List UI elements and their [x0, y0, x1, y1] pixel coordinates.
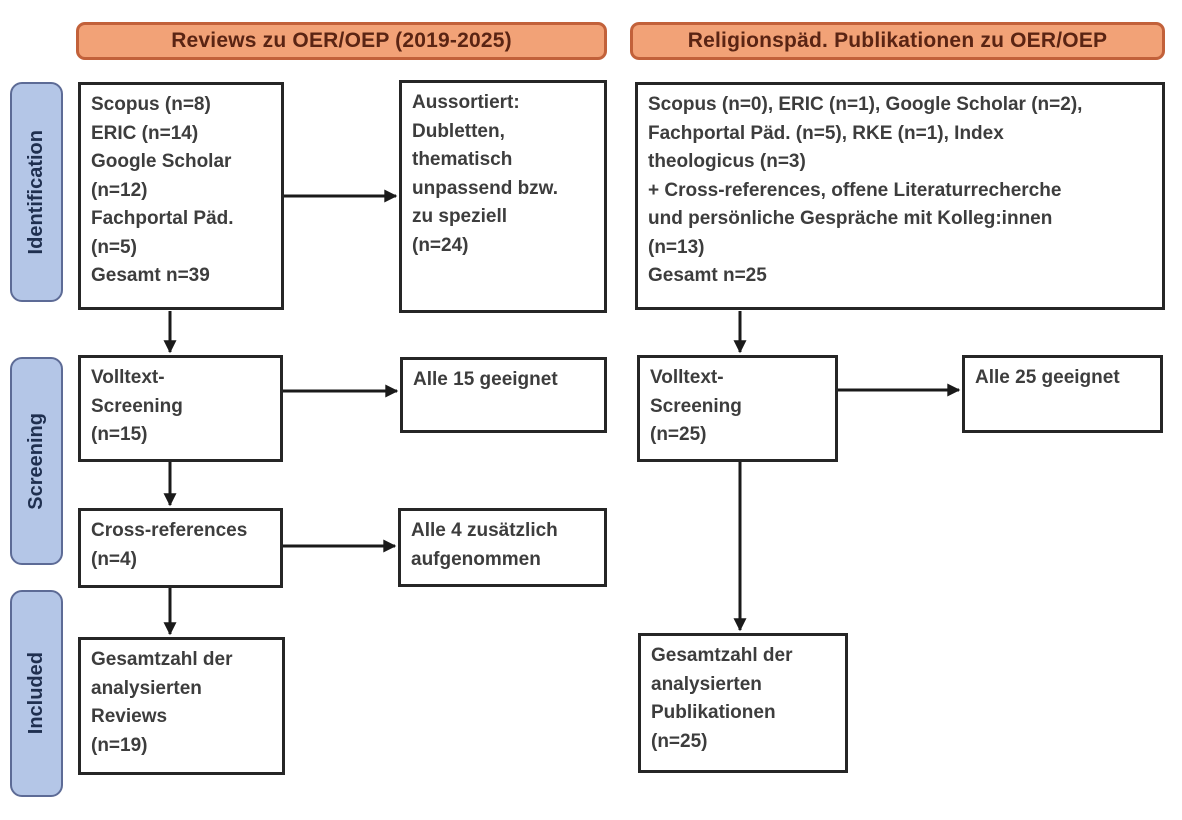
column-header-reviews: Reviews zu OER/OEP (2019-2025): [76, 22, 607, 60]
box-left-fulltext-result: Alle 15 geeignet: [400, 357, 607, 433]
stage-label-included-text: Included: [25, 652, 47, 735]
box-left-sources: Scopus (n=8) ERIC (n=14) Google Scholar …: [78, 82, 284, 310]
box-right-sources: Scopus (n=0), ERIC (n=1), Google Scholar…: [635, 82, 1165, 310]
box-left-crossref-result: Alle 4 zusätzlich aufgenommen: [398, 508, 607, 587]
box-left-excluded: Aussortiert: Dubletten, thematisch unpas…: [399, 80, 607, 313]
stage-label-identification: Identification: [10, 82, 63, 302]
box-right-included-total: Gesamtzahl der analysierten Publikatione…: [638, 633, 848, 773]
stage-label-screening-text: Screening: [25, 412, 47, 510]
stage-label-identification-text: Identification: [25, 129, 47, 255]
box-right-fulltext-screening: Volltext- Screening (n=25): [637, 355, 838, 462]
column-header-religionspaed: Religionspäd. Publikationen zu OER/OEP: [630, 22, 1165, 60]
stage-label-included: Included: [10, 590, 63, 797]
box-left-included-total: Gesamtzahl der analysierten Reviews (n=1…: [78, 637, 285, 775]
box-left-fulltext-screening: Volltext- Screening (n=15): [78, 355, 283, 462]
box-left-crossreferences: Cross-references (n=4): [78, 508, 283, 588]
box-right-fulltext-result: Alle 25 geeignet: [962, 355, 1163, 433]
stage-label-screening: Screening: [10, 357, 63, 565]
